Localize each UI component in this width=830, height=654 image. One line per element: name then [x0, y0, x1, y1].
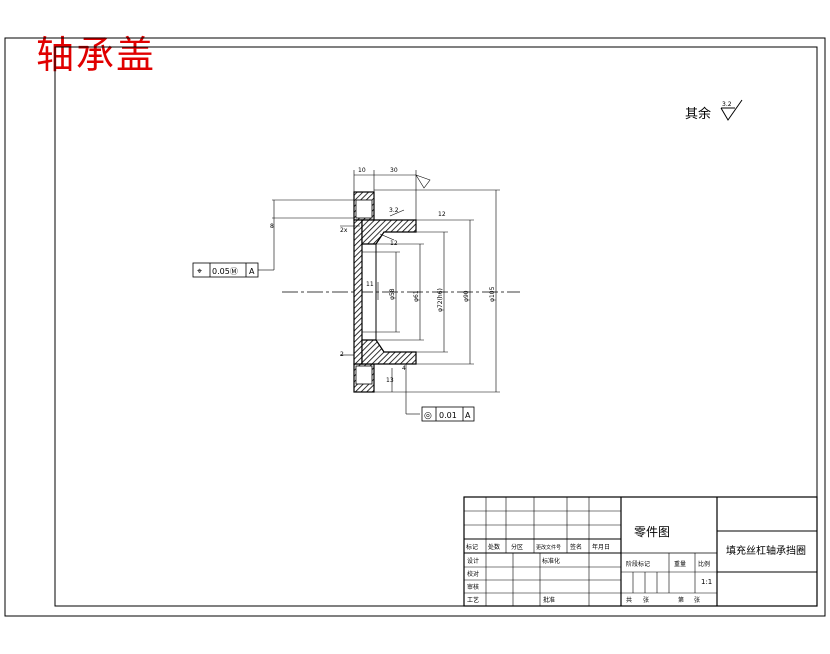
dim-d4: φ90	[463, 290, 470, 302]
tb-weight: 重量	[674, 560, 686, 568]
inner-border	[54, 46, 818, 607]
dimension-labels: 10 30 2x 3.2 12 8 11 φ58 φ61 φ72(h6) φ90…	[270, 167, 496, 384]
tb-scale: 比例	[698, 560, 710, 568]
tb-label-mark: 标记	[466, 543, 478, 551]
part-name: 填充丝杠轴承挡圈	[726, 544, 806, 557]
drawing-title: 轴承盖	[36, 33, 157, 77]
tb-review: 审核	[467, 583, 479, 591]
tolerance-datum-position: A	[249, 267, 255, 276]
tb-sheet-label: 张	[643, 596, 649, 604]
tb-approve: 批准	[543, 596, 555, 604]
dim-left-small: 2	[340, 351, 344, 358]
dim-d1: φ58	[389, 288, 396, 300]
dim-small-1: 12	[438, 211, 446, 218]
tb-label-count: 处数	[488, 543, 500, 551]
dim-left-height: 8	[270, 223, 274, 230]
dim-top-width-2: 30	[390, 167, 398, 174]
drawing-type: 零件图	[634, 525, 670, 539]
tb-design: 设计	[467, 557, 479, 565]
tb-proofread: 校对	[467, 570, 479, 578]
tb-label-zone: 分区	[511, 543, 523, 551]
dim-roughness-small-1: 3.2	[389, 207, 399, 214]
tb-craft: 工艺	[467, 596, 479, 604]
tolerance-value-concentricity: 0.01	[439, 411, 457, 420]
tolerance-datum-concentricity: A	[465, 411, 471, 420]
tolerance-frame-position: ⌖ 0.05Ⓜ A	[192, 262, 259, 278]
roughness-note: 其余 3.2	[685, 99, 743, 122]
tolerance-symbol-concentricity-icon: ◎	[424, 411, 432, 421]
tb-label-date: 年月日	[592, 543, 610, 551]
outer-border	[4, 37, 826, 617]
dim-small-3: 13	[386, 377, 394, 384]
tb-standardization: 标准化	[542, 557, 560, 565]
title-block	[463, 496, 818, 607]
tb-sheet-no: 第	[678, 596, 684, 604]
dim-inner-height: 11	[366, 281, 374, 288]
dim-roughness-small-2: 12	[390, 240, 398, 247]
tb-scale-value: 1:1	[701, 578, 712, 586]
roughness-note-label: 其余	[685, 106, 711, 122]
dim-small-2: 4	[402, 365, 406, 372]
dimensions	[258, 170, 500, 415]
dim-d2: φ61	[413, 290, 420, 302]
tolerance-symbol-position-icon: ⌖	[197, 267, 202, 277]
tolerance-value-position: 0.05Ⓜ	[212, 267, 238, 276]
part-section	[353, 191, 417, 393]
tb-sheet-total: 共	[626, 596, 632, 604]
tb-stage-label: 阶段标记	[626, 560, 650, 568]
dim-d5: φ105	[489, 286, 496, 302]
tb-sheet-no-label: 张	[694, 596, 700, 604]
dim-d3: φ72(h6)	[437, 288, 444, 312]
tb-label-change-doc: 更改文件号	[536, 544, 561, 551]
dim-chamfer: 2x	[340, 227, 348, 234]
tolerance-frame-concentricity: ◎ 0.01 A	[421, 406, 475, 422]
dim-top-width-1: 10	[358, 167, 366, 174]
tb-label-signature: 签名	[570, 543, 582, 551]
title-block-text: 零件图 填充丝杠轴承挡圈 标记 处数 分区 更改文件号 签名 年月日 设计 标准…	[466, 525, 806, 604]
roughness-note-value: 3.2	[722, 101, 732, 108]
